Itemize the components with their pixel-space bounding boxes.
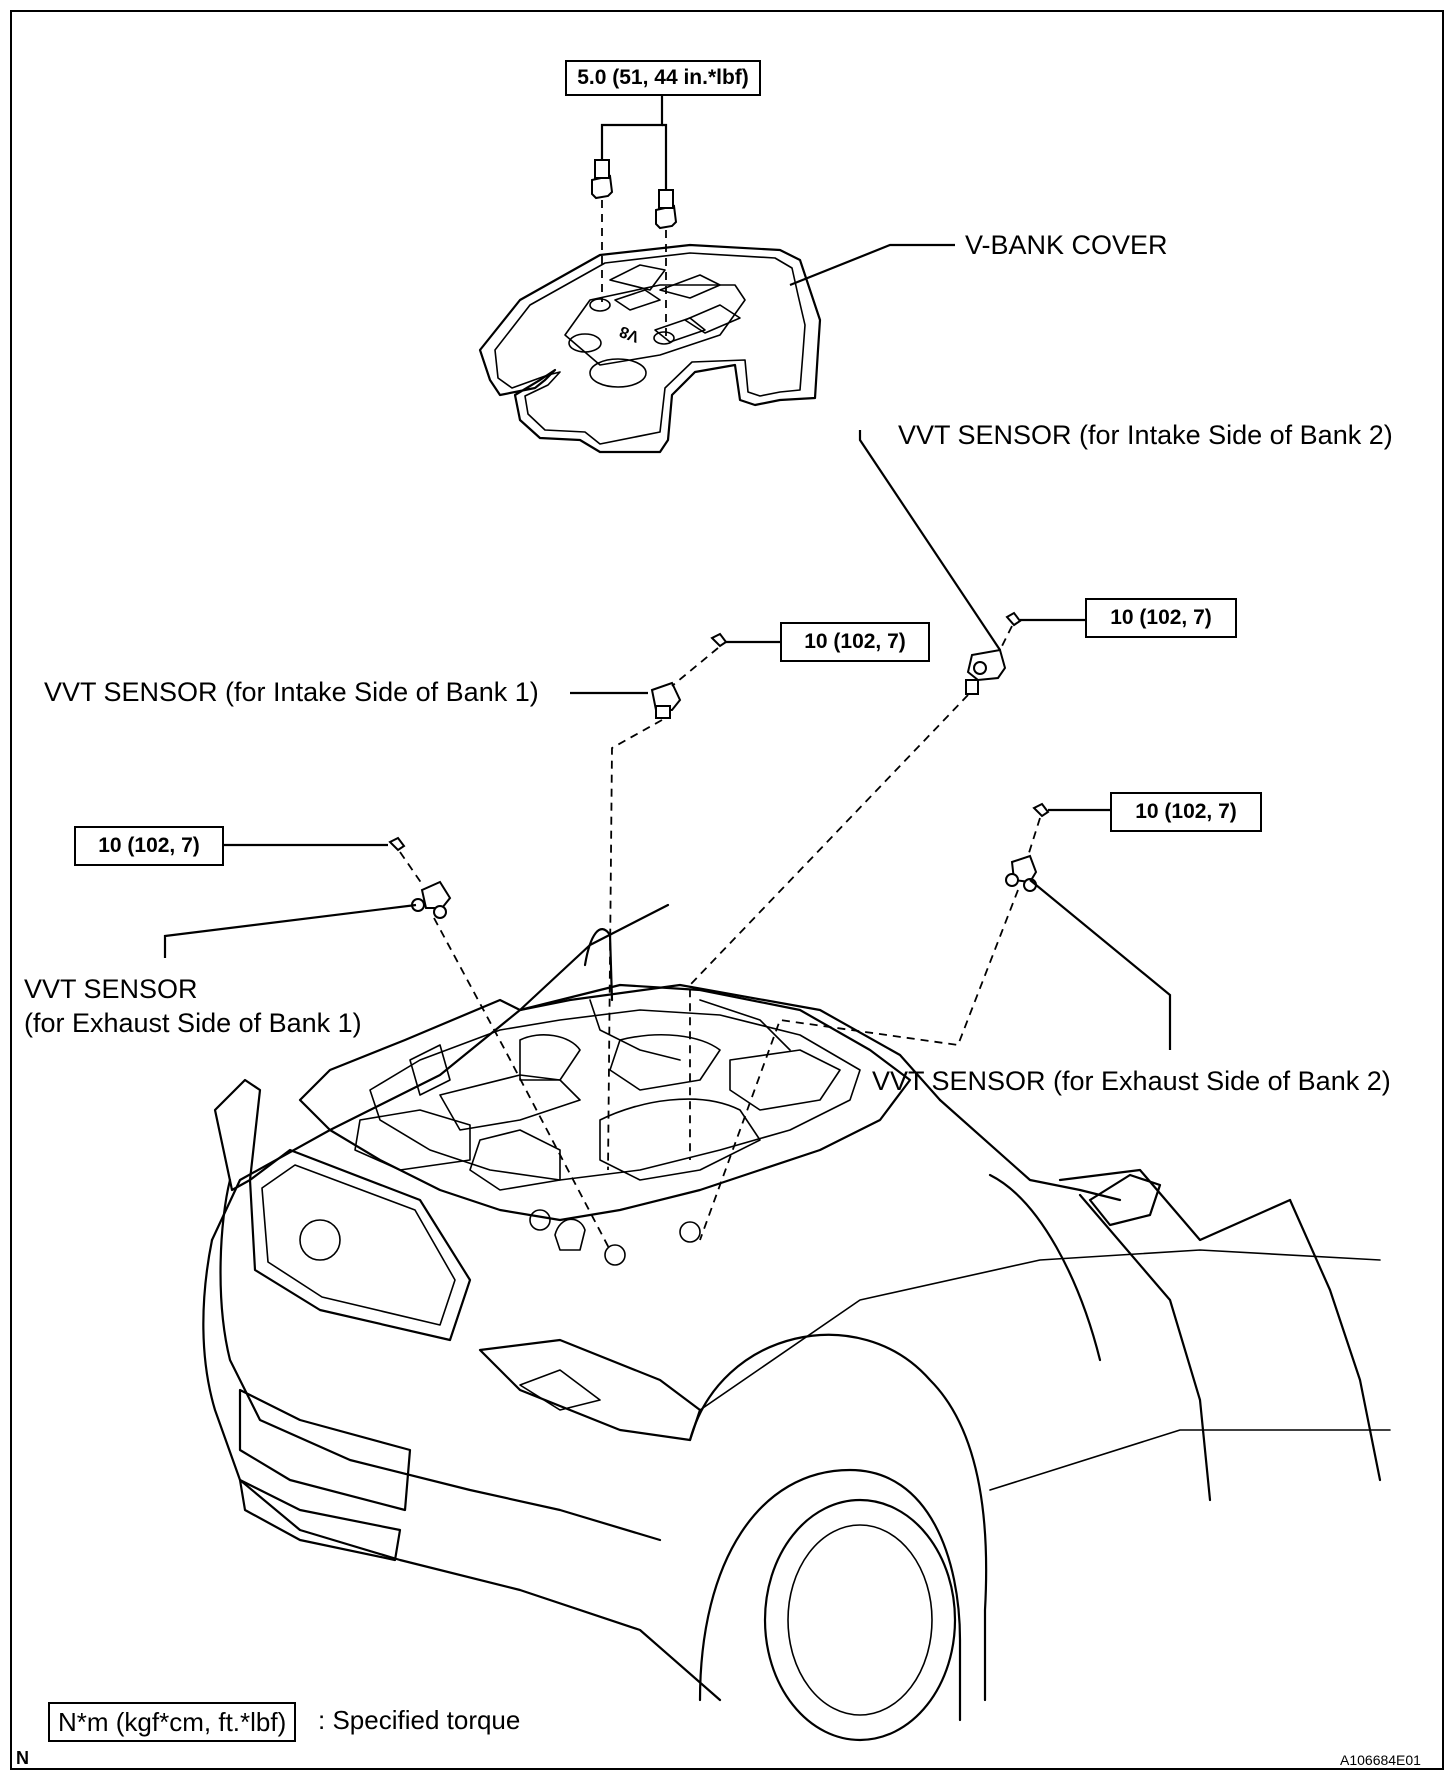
vvt-sensor-intake-bank1-drawing [650,632,728,719]
label-vvt-intake-bank2: VVT SENSOR (for Intake Side of Bank 2) [898,420,1393,450]
svg-text:V8: V8 [617,322,641,345]
cover-nut-right [655,189,678,230]
torque-box-exhaust-bank2: 10 (102, 7) [1110,792,1262,832]
figure-id: A106684E01 [1340,1752,1421,1768]
label-v-bank-cover: V-BANK COVER [965,230,1168,260]
v-bank-cover-drawing: V8 [478,243,822,454]
label-vvt-intake-bank1: VVT SENSOR (for Intake Side of Bank 1) [44,677,539,707]
car-front-drawing [202,903,1391,1742]
torque-box-intake-bank2: 10 (102, 7) [1085,598,1237,638]
diagram-frame [10,10,1444,1770]
legend-unit-box: N*m (kgf*cm, ft.*lbf) [48,1702,297,1742]
corner-mark: N [16,1748,29,1768]
vvt-sensor-exhaust-bank2-drawing [1005,802,1050,892]
label-vvt-exhaust-bank1-line1: VVT SENSOR [24,974,198,1004]
vvt-sensor-intake-bank2-drawing [965,611,1022,695]
torque-box-cover-nuts: 5.0 (51, 44 in.*lbf) [565,60,761,96]
legend-text: : Specified torque [318,1705,521,1735]
torque-box-exhaust-bank1: 10 (102, 7) [74,826,224,866]
label-vvt-exhaust-bank1-line2: (for Exhaust Side of Bank 1) [24,1008,362,1038]
cover-nut-left [591,159,614,200]
vvt-sensor-exhaust-bank1-drawing [388,836,452,919]
torque-box-intake-bank1: 10 (102, 7) [780,622,930,662]
label-vvt-exhaust-bank2: VVT SENSOR (for Exhaust Side of Bank 2) [872,1066,1391,1096]
